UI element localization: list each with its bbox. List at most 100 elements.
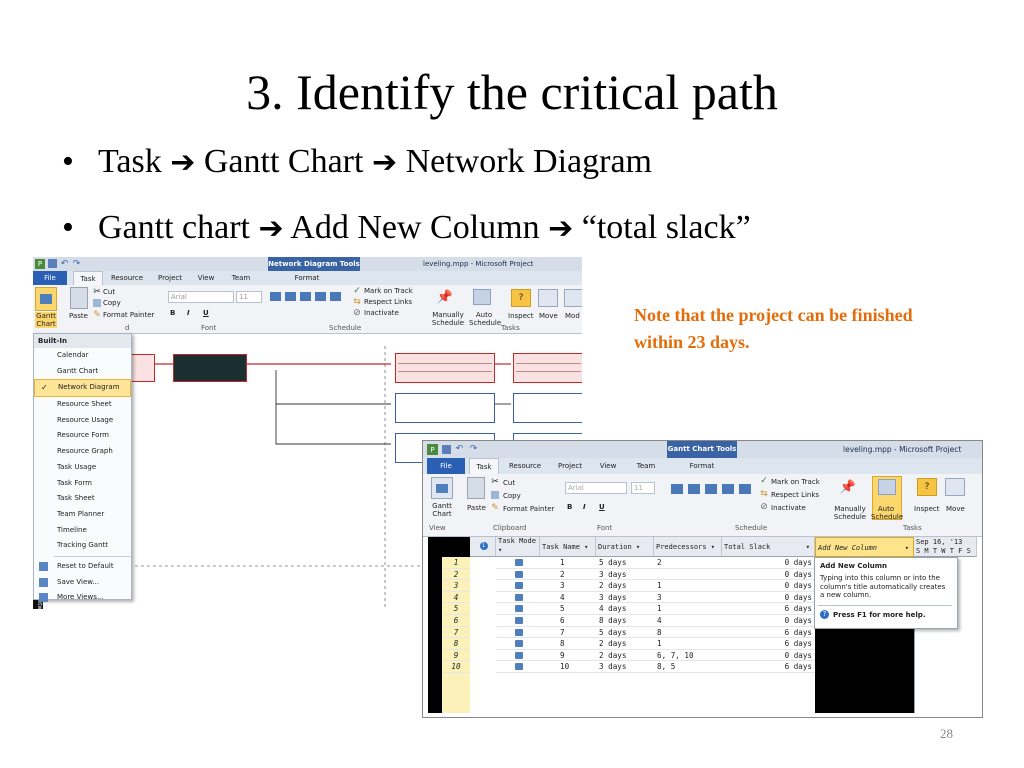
add-new-column-header[interactable]: Add New Column▾ xyxy=(815,537,914,557)
redo-icon[interactable]: ↷ xyxy=(72,258,81,269)
task-mode-icon[interactable] xyxy=(496,627,540,639)
undo-icon[interactable]: ↶ xyxy=(455,443,464,454)
italic-button[interactable]: I xyxy=(187,309,190,317)
cell-duration[interactable]: 3 days xyxy=(596,592,654,604)
tab-file[interactable]: File xyxy=(427,458,465,474)
cell-duration[interactable]: 3 days xyxy=(596,569,654,581)
mode-icon[interactable] xyxy=(564,289,582,307)
respect-links-button[interactable]: Respect Links xyxy=(364,298,413,306)
tab-project[interactable]: Project xyxy=(558,462,582,470)
cell-pred[interactable]: 4 xyxy=(654,615,722,627)
cut-button[interactable]: Cut xyxy=(503,479,516,487)
cell-pred[interactable]: 8, 5 xyxy=(654,661,722,673)
cell-pred[interactable]: 2 xyxy=(654,557,722,569)
pin-icon[interactable]: 📌 xyxy=(839,479,857,495)
tab-format[interactable]: Format xyxy=(689,462,715,470)
menu-item-gantt-chart[interactable]: Gantt Chart xyxy=(57,366,99,375)
menu-item-team-planner[interactable]: Team Planner xyxy=(57,509,105,518)
cell-id[interactable]: 5 xyxy=(442,603,470,615)
cell-slack[interactable]: 0 days xyxy=(722,569,815,581)
percent-complete-50-icon[interactable] xyxy=(705,484,717,494)
manually-schedule-button[interactable]: Manually Schedule xyxy=(431,311,465,327)
gantt-chart-button[interactable]: Gantt Chart xyxy=(432,502,452,518)
mode-button[interactable]: Mod xyxy=(565,312,580,320)
percent-complete-0-icon[interactable] xyxy=(270,292,281,301)
task-name-header[interactable]: Task Name ▾ xyxy=(540,537,596,557)
move-button[interactable]: Move xyxy=(539,312,558,320)
network-node[interactable] xyxy=(513,393,582,423)
tab-resource[interactable]: Resource xyxy=(508,462,542,470)
menu-item-reset-to-default[interactable]: Reset to Default xyxy=(34,559,131,575)
menu-item-save-view[interactable]: Save View... xyxy=(34,575,131,591)
percent-complete-75-icon[interactable] xyxy=(722,484,734,494)
font-size-select[interactable]: 11 xyxy=(236,291,262,303)
cell-duration[interactable]: 8 days xyxy=(596,615,654,627)
percent-complete-50-icon[interactable] xyxy=(300,292,311,301)
cell-id[interactable]: 1 xyxy=(442,557,470,569)
tab-team[interactable]: Team xyxy=(231,274,251,282)
respect-links-button[interactable]: Respect Links xyxy=(771,491,820,499)
cell-id[interactable]: 9 xyxy=(442,650,470,662)
task-mode-icon[interactable] xyxy=(496,569,540,581)
mark-on-track-button[interactable]: Mark on Track xyxy=(771,478,820,486)
task-mode-icon[interactable] xyxy=(496,557,540,569)
tab-file[interactable]: File xyxy=(33,271,67,285)
task-mode-icon[interactable] xyxy=(496,603,540,615)
task-mode-icon[interactable] xyxy=(496,615,540,627)
menu-item-resource-form[interactable]: Resource Form xyxy=(57,431,109,440)
task-mode-header[interactable]: Task Mode ▾ xyxy=(496,537,540,557)
bold-button[interactable]: B xyxy=(567,503,573,511)
tab-view[interactable]: View xyxy=(197,274,215,282)
cell-name[interactable]: 10 xyxy=(540,661,596,673)
paste-icon[interactable] xyxy=(70,287,88,309)
total-slack-header[interactable]: Total Slack▾ xyxy=(722,537,815,557)
cell-id[interactable]: 3 xyxy=(442,580,470,592)
cell-name[interactable]: 6 xyxy=(540,615,596,627)
menu-item-network-diagram[interactable]: ✓Network Diagram xyxy=(34,379,131,398)
cell-pred[interactable]: 1 xyxy=(654,638,722,650)
tab-view[interactable]: View xyxy=(599,462,617,470)
tab-format[interactable]: Format xyxy=(294,274,320,282)
tab-resource[interactable]: Resource xyxy=(110,274,144,282)
redo-icon[interactable]: ↷ xyxy=(469,443,478,454)
inactivate-button[interactable]: Inactivate xyxy=(771,504,806,512)
move-button[interactable]: Move xyxy=(946,505,965,513)
gantt-chart-icon[interactable] xyxy=(35,287,57,311)
tab-project[interactable]: Project xyxy=(158,274,182,282)
save-icon[interactable] xyxy=(48,259,57,268)
copy-button[interactable]: Copy xyxy=(103,299,121,307)
network-node[interactable] xyxy=(129,354,155,382)
tab-task[interactable]: Task xyxy=(73,271,103,286)
predecessors-header[interactable]: Predecessors ▾ xyxy=(654,537,722,557)
task-mode-icon[interactable] xyxy=(496,661,540,673)
tab-task[interactable]: Task xyxy=(469,458,499,474)
copy-button[interactable]: Copy xyxy=(503,492,521,500)
paste-icon[interactable] xyxy=(467,477,485,499)
cell-slack[interactable]: 0 days xyxy=(722,580,815,592)
menu-item-task-form[interactable]: Task Form xyxy=(57,478,92,487)
percent-complete-0-icon[interactable] xyxy=(671,484,683,494)
cell-slack[interactable]: 6 days xyxy=(722,638,815,650)
save-icon[interactable] xyxy=(442,445,451,454)
percent-complete-100-icon[interactable] xyxy=(739,484,751,494)
percent-complete-75-icon[interactable] xyxy=(315,292,326,301)
cell-pred[interactable] xyxy=(654,569,722,581)
gantt-chart-icon[interactable] xyxy=(431,477,453,499)
cell-id[interactable]: 8 xyxy=(442,638,470,650)
auto-schedule-icon[interactable] xyxy=(878,479,896,495)
cell-name[interactable]: 4 xyxy=(540,592,596,604)
cell-name[interactable]: 1 xyxy=(540,557,596,569)
bold-button[interactable]: B xyxy=(170,309,176,317)
network-node[interactable] xyxy=(395,353,495,383)
font-size-select[interactable]: 11 xyxy=(631,482,655,494)
cell-id[interactable]: 4 xyxy=(442,592,470,604)
cell-duration[interactable]: 4 days xyxy=(596,603,654,615)
